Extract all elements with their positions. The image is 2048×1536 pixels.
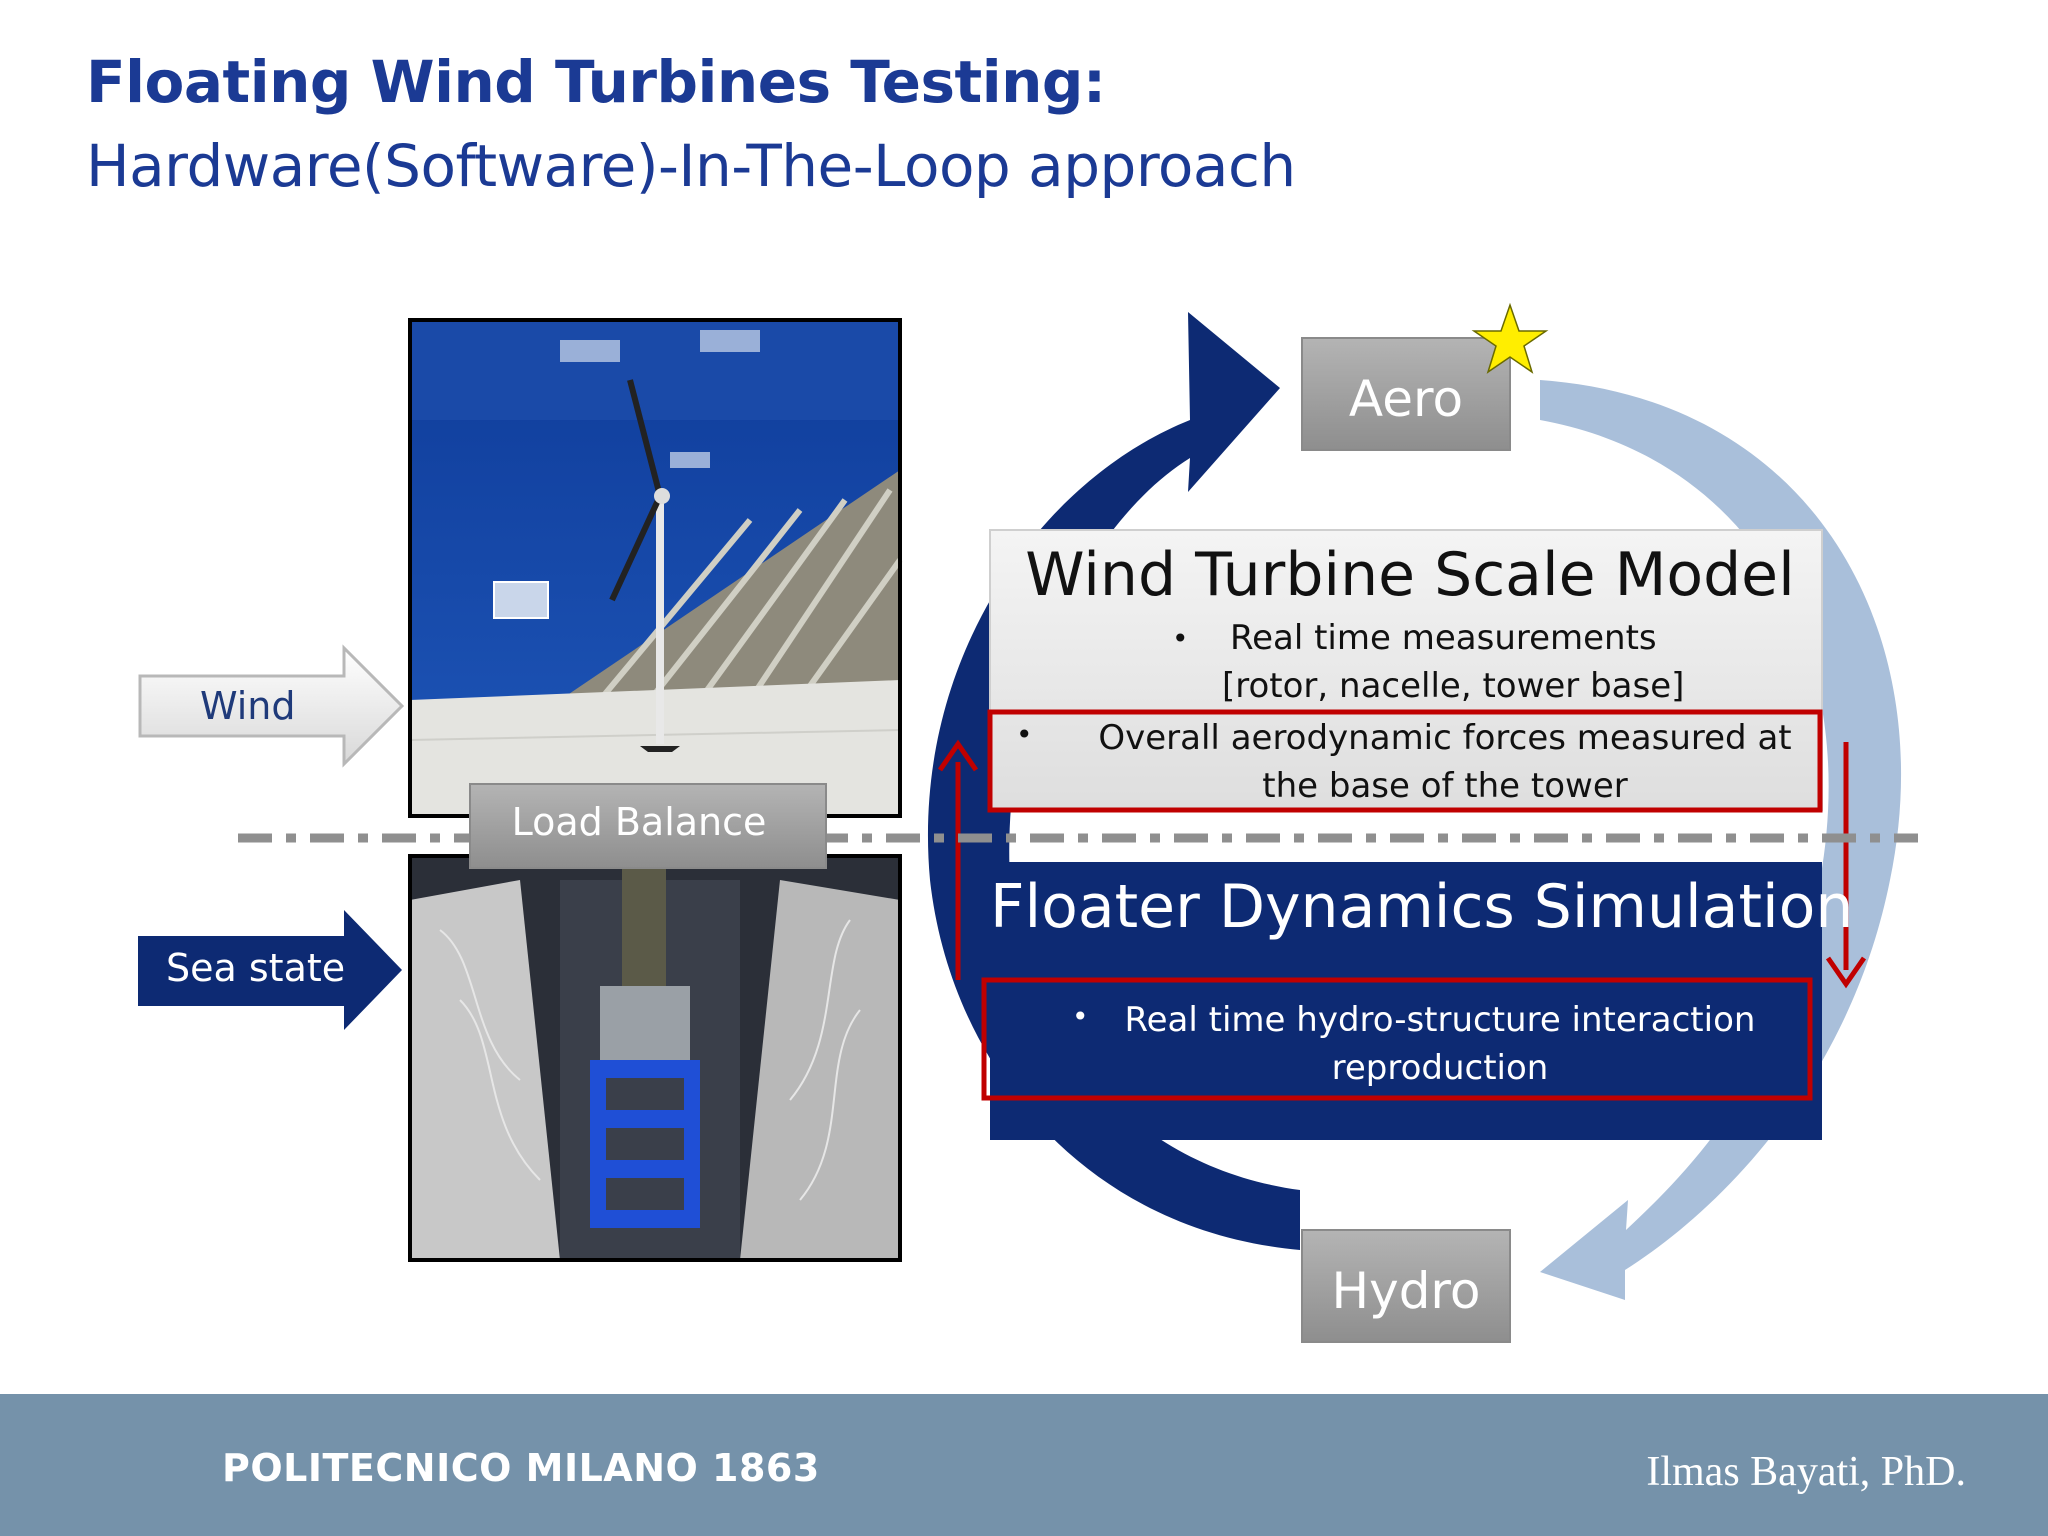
sea-state-arrow (138, 910, 402, 1030)
wind-tunnel-photo (408, 318, 903, 818)
author-name: Ilmas Bayati, PhD. (1646, 1449, 1966, 1495)
wind-label: Wind (200, 684, 296, 728)
load-balance-box (469, 783, 827, 869)
star-icon (1471, 302, 1549, 374)
hydro-box (1301, 1229, 1511, 1343)
down-arrow-icon (1825, 742, 1867, 989)
floater-title: Floater Dynamics Simulation (990, 872, 1854, 942)
scale-model-box (989, 529, 1823, 811)
scale-model-bullet-2-marker: • (1016, 718, 1033, 751)
aero-label: Aero (1348, 370, 1464, 428)
sea-state-label: Sea state (166, 946, 346, 990)
floater-box (990, 862, 1822, 1140)
load-balance-label: Load Balance (511, 800, 767, 844)
scale-model-bullet-2: Overall aerodynamic forces measured at t… (1098, 718, 1792, 806)
slide-subtitle: Hardware(Software)-In-The-Loop approach (86, 132, 1296, 200)
up-arrow-icon (937, 739, 979, 980)
scale-model-bullet-1-detail: [rotor, nacelle, tower base] (1222, 666, 1685, 706)
hydro-interaction-highlight (981, 977, 1813, 1101)
institution-logo-text: POLITECNICO MILANO 1863 (222, 1446, 820, 1490)
footer-bar (0, 1394, 2048, 1536)
aero-forces-highlight (987, 709, 1823, 813)
scale-model-bullet-1-marker: • (1172, 622, 1189, 655)
floater-bullet-1: Real time hydro-structure interaction re… (1124, 1000, 1756, 1088)
hydro-label: Hydro (1331, 1262, 1481, 1320)
slide-title: Floating Wind Turbines Testing: (86, 48, 1106, 116)
scale-model-title: Wind Turbine Scale Model (1025, 540, 1795, 610)
floater-bullet-1-marker: • (1072, 1000, 1089, 1033)
aero-box (1301, 337, 1511, 451)
scale-model-bullet-1: Real time measurements (1230, 618, 1657, 658)
floater-rig-photo (408, 854, 902, 1262)
wind-arrow (138, 644, 405, 768)
